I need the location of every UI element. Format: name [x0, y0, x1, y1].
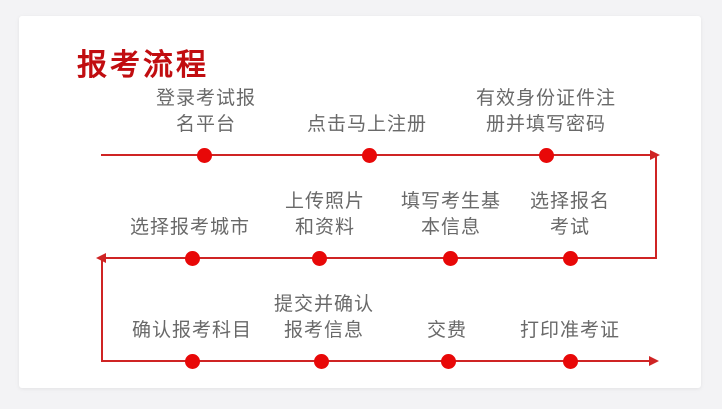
- flow-line-row1: [101, 154, 657, 156]
- step-dot: [197, 148, 212, 163]
- step-label-confirm-subjects: 确认报考科目: [131, 320, 252, 341]
- step-dot: [563, 354, 578, 369]
- step-dot: [441, 354, 456, 369]
- flow-connector-right: [655, 154, 657, 259]
- flow-connector-left: [101, 257, 103, 362]
- process-card: 报考流程 登录考试报 名平台 点击马上注册 有效身份证件注 册并填写密码 选择报…: [19, 16, 701, 388]
- flow-line-row2: [103, 257, 657, 259]
- step-dot: [539, 148, 554, 163]
- page-title: 报考流程: [77, 49, 209, 82]
- step-dot: [314, 354, 329, 369]
- step-label-upload-photo: 上传照片 和资料: [284, 191, 365, 238]
- step-dot: [443, 251, 458, 266]
- step-label-pay-fee: 交费: [426, 320, 467, 341]
- step-dot: [563, 251, 578, 266]
- step-label-id-register-password: 有效身份证件注 册并填写密码: [475, 88, 616, 135]
- step-dot: [185, 354, 200, 369]
- step-label-fill-basic-info: 填写考生基 本信息: [400, 191, 501, 238]
- step-label-select-exam: 选择报名 考试: [529, 191, 610, 238]
- step-dot: [312, 251, 327, 266]
- step-label-submit-confirm-info: 提交并确认 报考信息: [273, 294, 374, 341]
- step-label-click-register: 点击马上注册: [306, 114, 427, 135]
- flow-line-row3: [101, 360, 651, 362]
- step-dot: [362, 148, 377, 163]
- step-label-select-city: 选择报考城市: [129, 217, 250, 238]
- arrow-right-row3-icon: [649, 356, 659, 366]
- step-label-login-platform: 登录考试报 名平台: [155, 88, 256, 135]
- step-dot: [185, 251, 200, 266]
- step-label-print-ticket: 打印准考证: [519, 320, 620, 341]
